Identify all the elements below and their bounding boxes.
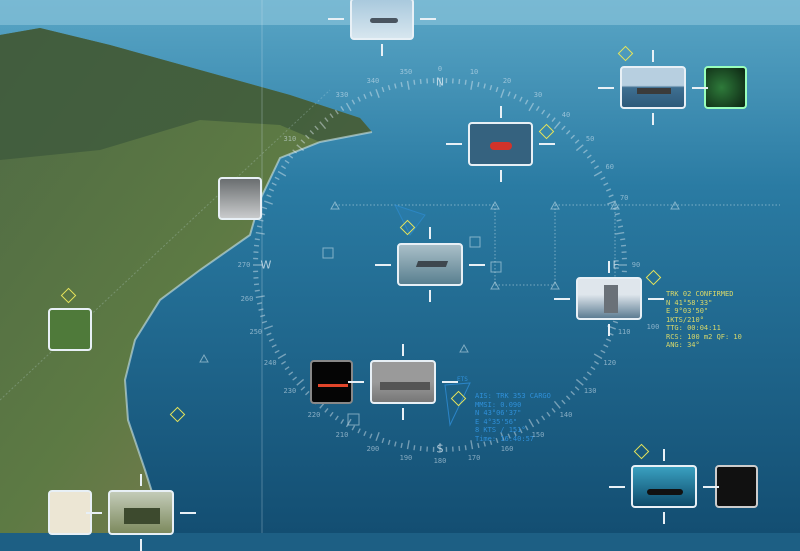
compass-degree-label: 70 bbox=[620, 194, 628, 202]
compass-degree-label: 110 bbox=[618, 328, 631, 336]
thermal-image[interactable] bbox=[310, 360, 353, 404]
crosshair-bar bbox=[140, 474, 142, 486]
compass-tick bbox=[414, 80, 415, 85]
compass-degree-label: 330 bbox=[336, 91, 349, 99]
compass-tick bbox=[459, 79, 460, 84]
compass-degree-label: 100 bbox=[647, 323, 660, 331]
compass-degree-label: 240 bbox=[264, 359, 277, 367]
crosshair-bar bbox=[429, 227, 431, 239]
compass-tick bbox=[255, 290, 260, 291]
crosshair-bar bbox=[692, 87, 708, 89]
crosshair-bar bbox=[652, 113, 654, 125]
compass-east: E bbox=[613, 259, 620, 272]
sonar-waterfall-image[interactable] bbox=[715, 465, 758, 508]
crosshair-bar bbox=[420, 18, 436, 20]
compass-degree-label: 60 bbox=[606, 163, 614, 171]
crosshair-bar bbox=[500, 170, 502, 182]
compass-tick bbox=[255, 239, 260, 240]
crosshair-bar bbox=[608, 324, 610, 336]
compass-tick bbox=[254, 245, 259, 246]
compass-degree-label: 200 bbox=[367, 445, 380, 453]
crosshair-bar bbox=[381, 44, 383, 56]
compass-degree-label: 50 bbox=[586, 135, 594, 143]
compass-tick bbox=[420, 79, 421, 84]
crosshair-bar bbox=[663, 449, 665, 461]
compass-degree-label: 30 bbox=[534, 91, 542, 99]
crosshair-bar bbox=[429, 290, 431, 302]
target-submarine[interactable] bbox=[631, 465, 697, 508]
compass-degree-label: 310 bbox=[284, 135, 297, 143]
crosshair-bar bbox=[598, 87, 614, 89]
compass-west: W bbox=[261, 259, 272, 272]
compass-degree-label: 180 bbox=[434, 457, 447, 465]
compass-tick bbox=[621, 245, 626, 246]
crosshair-bar bbox=[500, 106, 502, 118]
radar-scan-image[interactable] bbox=[704, 66, 747, 109]
crosshair-bar bbox=[703, 486, 719, 488]
compass-north: N bbox=[436, 76, 444, 89]
crosshair-bar bbox=[608, 261, 610, 273]
crosshair-bar bbox=[663, 512, 665, 524]
crosshair-bar bbox=[348, 381, 364, 383]
compass-degree-label: 140 bbox=[560, 411, 573, 419]
target-aircraft-drop[interactable] bbox=[218, 177, 262, 220]
crosshair-bar bbox=[180, 512, 196, 514]
target-speedboat[interactable] bbox=[397, 243, 463, 286]
crosshair-bar bbox=[648, 298, 664, 300]
target-fighter-jet[interactable] bbox=[350, 0, 414, 40]
crosshair-bar bbox=[86, 512, 102, 514]
crosshair-bar bbox=[140, 539, 142, 551]
target-frigate[interactable] bbox=[576, 277, 642, 320]
compass-degree-label: 250 bbox=[249, 328, 262, 336]
crosshair-bar bbox=[442, 381, 458, 383]
compass-south: S bbox=[437, 443, 444, 456]
compass-tick bbox=[465, 80, 466, 85]
target-fishing-boat[interactable] bbox=[620, 66, 686, 109]
compass-degree-label: 130 bbox=[584, 387, 597, 395]
compass-degree-label: 270 bbox=[238, 261, 251, 269]
target-tanker[interactable] bbox=[370, 360, 436, 404]
compass-degree-label: 230 bbox=[284, 387, 297, 395]
compass-degree-label: 350 bbox=[400, 68, 413, 76]
compass-tick bbox=[254, 284, 259, 285]
compass-degree-label: 90 bbox=[632, 261, 640, 269]
crosshair-bar bbox=[609, 486, 625, 488]
crosshair-bar bbox=[652, 50, 654, 62]
compass-degree-label: 150 bbox=[532, 431, 545, 439]
compass-tick bbox=[620, 239, 625, 240]
compass-degree-label: 210 bbox=[336, 431, 349, 439]
compass-degree-label: 260 bbox=[241, 295, 254, 303]
crosshair-bar bbox=[402, 408, 404, 420]
compass-tick bbox=[420, 446, 421, 451]
target-military-truck[interactable] bbox=[108, 490, 174, 535]
compass-degree-label: 20 bbox=[503, 77, 511, 85]
ais-sector-label: ETS bbox=[457, 376, 468, 385]
crosshair-bar bbox=[446, 143, 462, 145]
compass-degree-label: 340 bbox=[367, 77, 380, 85]
crosshair-bar bbox=[539, 143, 555, 145]
compass-degree-label: 120 bbox=[603, 359, 616, 367]
crosshair-bar bbox=[402, 344, 404, 356]
compass-degree-label: 170 bbox=[468, 454, 481, 462]
compass-degree-label: 160 bbox=[501, 445, 514, 453]
compass-degree-label: 40 bbox=[562, 111, 570, 119]
crosshair-bar bbox=[328, 18, 344, 20]
crosshair-bar bbox=[469, 264, 485, 266]
target-life-raft[interactable] bbox=[468, 122, 533, 166]
compass-degree-label: 10 bbox=[470, 68, 478, 76]
compass-tick bbox=[465, 445, 466, 450]
target-field-aerial[interactable] bbox=[48, 308, 92, 351]
compass-tick bbox=[459, 446, 460, 451]
compass-degree-label: 0 bbox=[438, 65, 442, 73]
compass-tick bbox=[414, 445, 415, 450]
compass-degree-label: 220 bbox=[308, 411, 321, 419]
compass-degree-label: 190 bbox=[400, 454, 413, 462]
crosshair-bar bbox=[554, 298, 570, 300]
crosshair-bar bbox=[375, 264, 391, 266]
